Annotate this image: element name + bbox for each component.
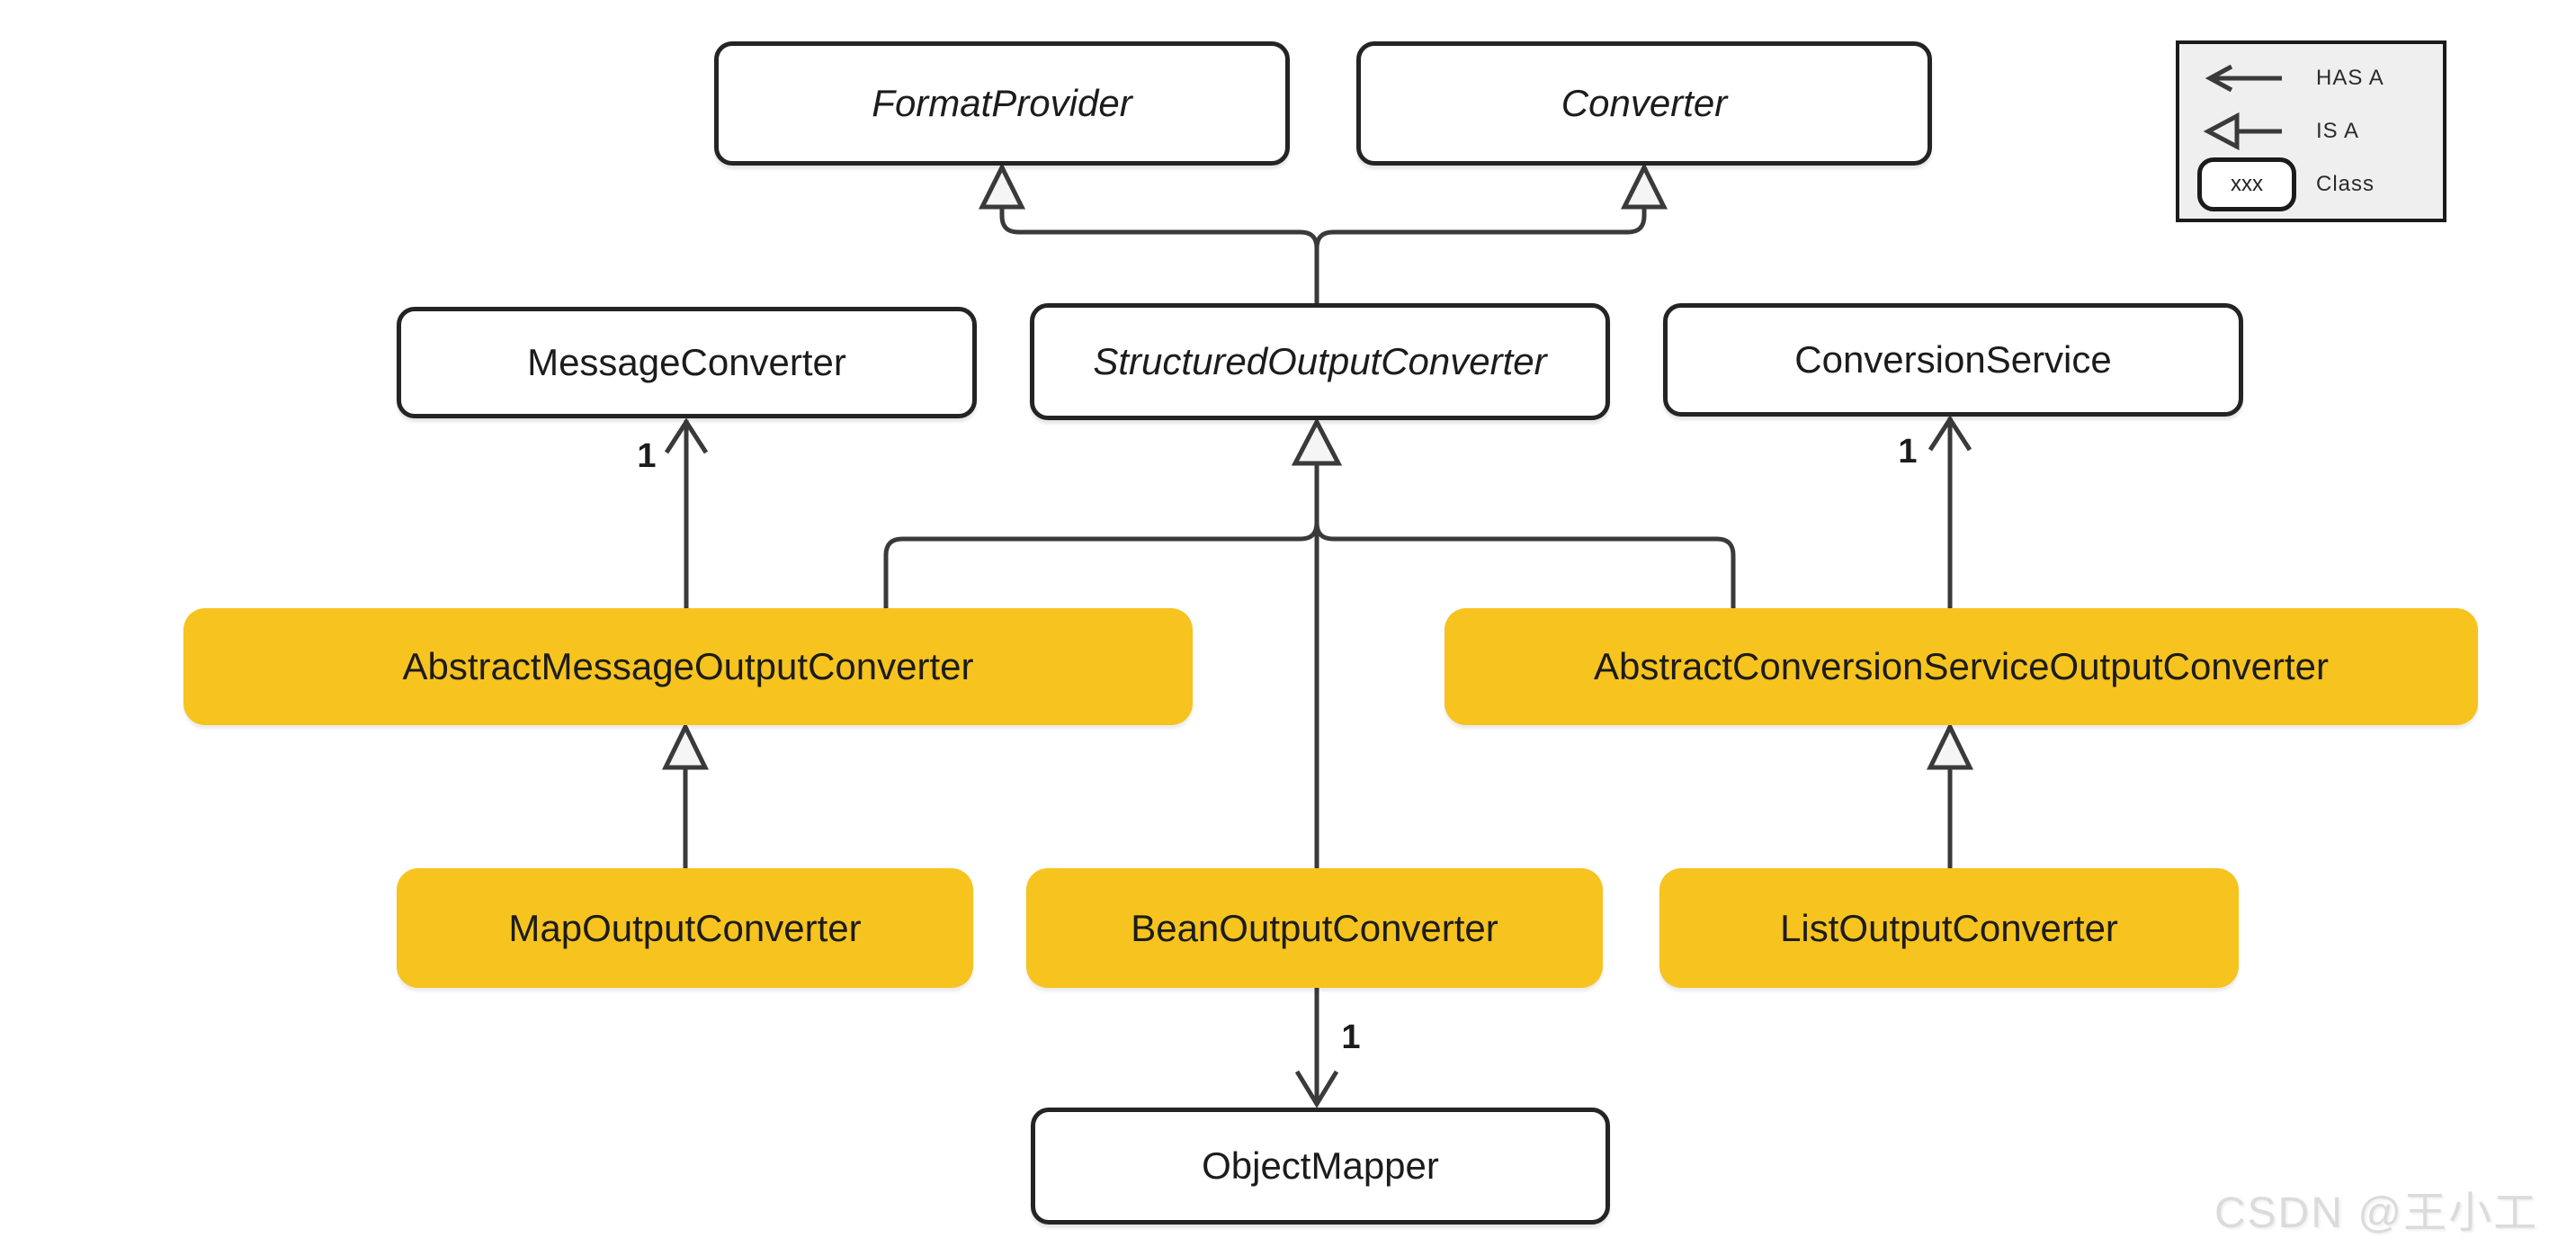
node-abstract-conversion-service-output-converter-label: AbstractConversionServiceOutputConverter	[1593, 645, 2330, 687]
legend-class-label: Class	[2316, 172, 2375, 196]
isa-connector-abstractmessage-to-structured	[883, 463, 1319, 608]
isa-triangle-structuredoutputconverter	[1291, 417, 1343, 466]
node-message-converter: MessageConverter	[397, 307, 977, 418]
is-a-arrow-icon	[2197, 112, 2303, 151]
node-map-output-converter-label: MapOutputConverter	[508, 906, 862, 949]
legend-row-is-a: IS A	[2197, 104, 2443, 157]
node-conversion-service-label: ConversionService	[1794, 338, 2112, 381]
hasa-arrowhead-conversionservice	[1928, 415, 1972, 452]
multiplicity-objectmapper: 1	[1341, 1018, 1361, 1056]
node-list-output-converter-label: ListOutputConverter	[1780, 906, 2118, 949]
legend-is-a-label: IS A	[2316, 118, 2360, 143]
legend-has-a-label: HAS A	[2316, 65, 2384, 90]
watermark: CSDN @王小工	[2214, 1189, 2539, 1237]
node-abstract-message-output-converter: AbstractMessageOutputConverter	[183, 608, 1193, 725]
node-converter-label: Converter	[1561, 82, 1728, 124]
node-object-mapper: ObjectMapper	[1031, 1108, 1610, 1225]
node-map-output-converter: MapOutputConverter	[397, 868, 973, 988]
node-converter: Converter	[1356, 41, 1932, 166]
legend-class-sample-box: xxx	[2197, 157, 2296, 211]
node-object-mapper-label: ObjectMapper	[1202, 1144, 1439, 1187]
node-conversion-service: ConversionService	[1663, 303, 2243, 417]
class-sample-icon: xxx	[2197, 157, 2303, 211]
multiplicity-messageconverter: 1	[637, 437, 657, 475]
node-list-output-converter: ListOutputConverter	[1659, 868, 2239, 988]
node-bean-output-converter: BeanOutputConverter	[1026, 868, 1603, 988]
hasa-arrowhead-messageconverter	[664, 417, 709, 454]
isa-connector-abstractconversion-to-structured	[1314, 463, 1736, 608]
node-format-provider: FormatProvider	[714, 41, 1290, 166]
node-format-provider-label: FormatProvider	[872, 82, 1132, 124]
isa-triangle-abstractconversionserviceoutputconverter	[1926, 722, 1974, 770]
node-message-converter-label: MessageConverter	[527, 341, 846, 383]
legend: HAS A IS A xxx Class	[2176, 40, 2446, 222]
isa-connector-structured-to-converter	[1314, 207, 1647, 249]
isa-triangle-abstractmessageoutputconverter	[661, 722, 710, 770]
isa-connector-structured-to-formatprovider	[999, 207, 1319, 303]
isa-triangle-formatprovider	[978, 162, 1026, 210]
node-structured-output-converter-label: StructuredOutputConverter	[1093, 340, 1547, 382]
has-a-arrow-icon	[2197, 62, 2303, 94]
isa-triangle-converter	[1620, 162, 1668, 210]
node-structured-output-converter: StructuredOutputConverter	[1030, 303, 1610, 420]
node-abstract-conversion-service-output-converter: AbstractConversionServiceOutputConverter	[1445, 608, 2478, 725]
legend-class-sample-text: xxx	[2231, 172, 2263, 196]
node-abstract-message-output-converter-label: AbstractMessageOutputConverter	[402, 645, 974, 687]
hasa-arrowhead-objectmapper	[1294, 1070, 1339, 1108]
node-bean-output-converter-label: BeanOutputConverter	[1131, 906, 1498, 949]
legend-row-class: xxx Class	[2197, 157, 2443, 211]
legend-row-has-a: HAS A	[2197, 51, 2443, 104]
multiplicity-conversionservice: 1	[1898, 433, 1918, 471]
